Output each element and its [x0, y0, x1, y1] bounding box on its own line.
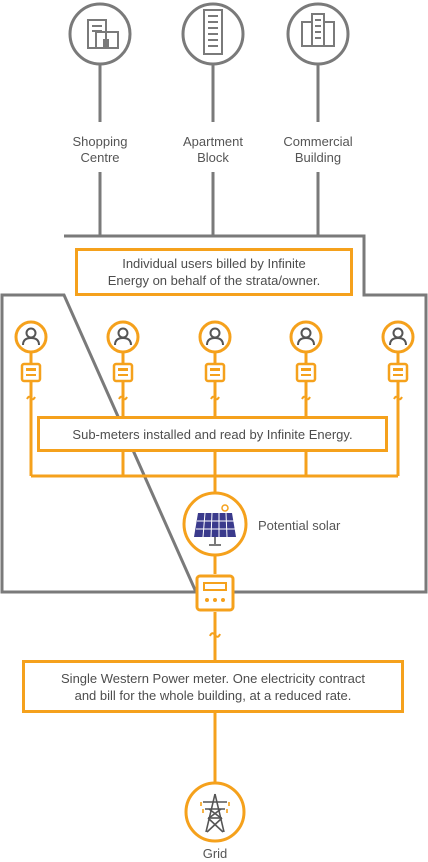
users-group: [14, 320, 415, 401]
power-spark-icon: [301, 395, 311, 401]
user-icon: [14, 320, 48, 354]
submeters-note-box: Sub-meters installed and read by Infinit…: [37, 416, 388, 452]
shopping-centre-label-line1: Shopping: [72, 134, 128, 149]
main-meter-note-box: Single Western Power meter. One electric…: [22, 660, 404, 713]
user-icon: [381, 320, 415, 354]
sub-meter-icon: [295, 362, 317, 383]
power-spark-icon: [210, 395, 220, 401]
submeters-note-text: Sub-meters installed and read by Infinit…: [72, 426, 353, 442]
billing-note-box: Individual users billed by Infinite Ener…: [75, 248, 353, 296]
main-meter-note-line2: and bill for the whole building, at a re…: [74, 687, 352, 703]
building-apartment-block: [181, 2, 245, 122]
user-icon: [198, 320, 232, 354]
solar-panel-icon: [194, 504, 236, 546]
grid-label: Grid: [202, 846, 228, 861]
billing-note-line2: Energy on behalf of the strata/owner.: [107, 273, 321, 288]
main-meter-spark-icon: [209, 632, 221, 638]
sub-meter-icon: [387, 362, 409, 383]
building-outline: [0, 234, 428, 594]
building-shopping-centre: [68, 2, 132, 122]
user-icon: [106, 320, 140, 354]
shopping-centre-label-line2: Centre: [80, 150, 120, 165]
sub-meter-icon: [20, 362, 42, 383]
power-spark-icon: [393, 395, 403, 401]
billing-note-line1: Individual users billed by Infinite: [122, 256, 306, 271]
apartment-block-label: Apartment Block: [168, 134, 258, 166]
commercial-building-icon: [301, 13, 335, 47]
main-meter-note-line1: Single Western Power meter. One electric…: [61, 670, 365, 686]
power-spark-icon: [118, 395, 128, 401]
shopping-centre-label: Shopping Centre: [55, 134, 145, 166]
building-commercial: [286, 2, 350, 122]
apartment-block-label-line1: Apartment: [183, 134, 243, 149]
sub-meter-icon: [112, 362, 134, 383]
shopping-centre-icon: [87, 19, 119, 49]
sub-meter-icon: [204, 362, 226, 383]
commercial-building-label-line1: Commercial: [283, 134, 353, 149]
apartment-block-label-line2: Block: [197, 150, 229, 165]
solar-unit: [182, 491, 248, 557]
main-meter-icon: [195, 574, 235, 612]
solar-label: Potential solar: [258, 518, 341, 533]
apartment-block-icon: [203, 9, 223, 55]
commercial-building-label: Commercial Building: [268, 134, 368, 166]
transmission-tower-icon: [200, 793, 230, 833]
user-icon: [289, 320, 323, 354]
commercial-building-label-line2: Building: [294, 150, 342, 165]
grid-unit: [184, 781, 246, 843]
power-spark-icon: [26, 395, 36, 401]
